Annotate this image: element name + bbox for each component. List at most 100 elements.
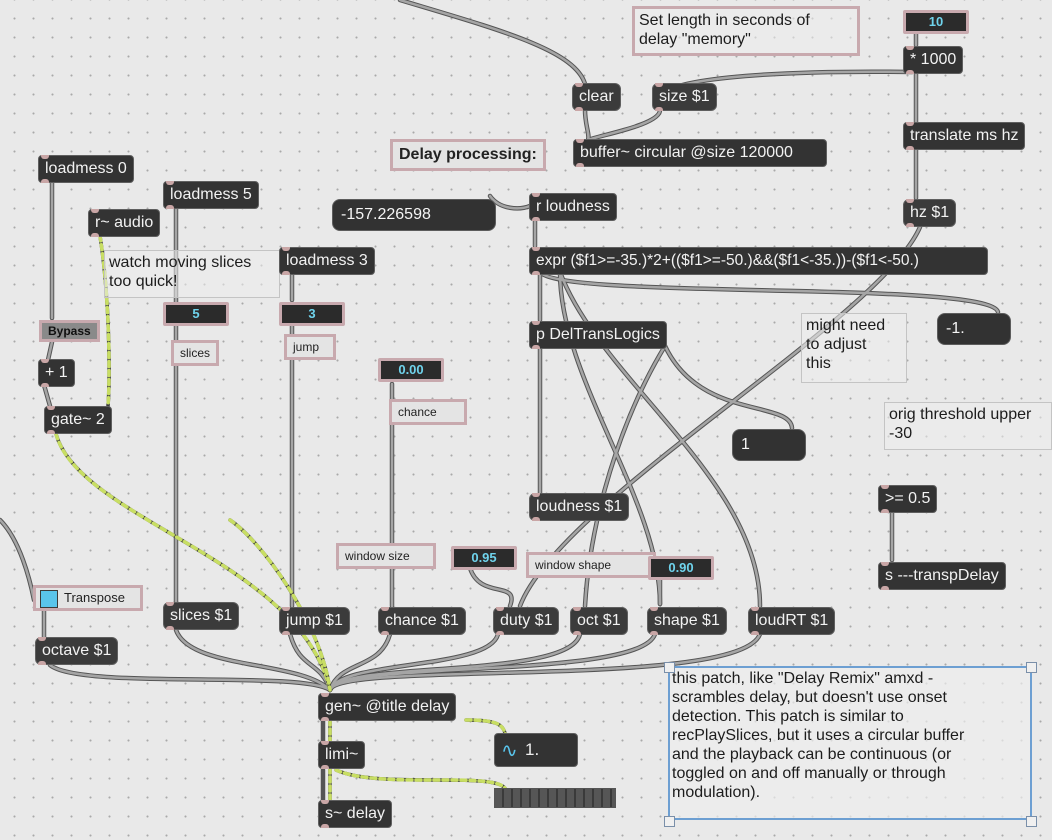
- inlet[interactable]: [532, 493, 540, 497]
- inlet[interactable]: [321, 800, 329, 804]
- inlet[interactable]: [906, 199, 914, 203]
- inlet[interactable]: [38, 637, 46, 641]
- outlet[interactable]: [906, 70, 914, 74]
- threshold-float-display[interactable]: -1.: [937, 313, 1011, 345]
- chance-message[interactable]: chance $1: [378, 607, 466, 635]
- jump-message[interactable]: jump $1: [279, 607, 350, 635]
- inlet[interactable]: [282, 607, 290, 611]
- outlet[interactable]: [47, 430, 55, 434]
- outlet[interactable]: [532, 345, 540, 349]
- outlet[interactable]: [41, 179, 49, 183]
- receive-audio-object[interactable]: r~ audio: [88, 209, 161, 237]
- transpose-toggle[interactable]: Transpose: [33, 585, 143, 611]
- loudness-float-display[interactable]: -157.226598: [332, 199, 496, 231]
- outlet[interactable]: [41, 383, 49, 387]
- outlet[interactable]: [532, 217, 540, 221]
- inlet[interactable]: [575, 83, 583, 87]
- inlet[interactable]: [655, 83, 663, 87]
- inlet[interactable]: [906, 46, 914, 50]
- gen-delay-object[interactable]: gen~ @title delay: [318, 693, 457, 721]
- limi-object[interactable]: limi~: [318, 741, 366, 769]
- inlet[interactable]: [881, 485, 889, 489]
- gte-object[interactable]: >= 0.5: [878, 485, 938, 513]
- inlet[interactable]: [41, 155, 49, 159]
- inlet[interactable]: [650, 607, 658, 611]
- outlet[interactable]: [573, 631, 581, 635]
- inlet[interactable]: [321, 741, 329, 745]
- bypass-toggle[interactable]: Bypass: [39, 320, 100, 342]
- delay-length-number[interactable]: 10: [903, 10, 969, 34]
- selection-handle-br[interactable]: [1026, 816, 1037, 827]
- inlet[interactable]: [321, 693, 329, 697]
- outlet[interactable]: [38, 661, 46, 665]
- send-transpdelay-object[interactable]: s ---transpDelay: [878, 562, 1006, 590]
- outlet[interactable]: [282, 631, 290, 635]
- plus-1-object[interactable]: + 1: [38, 359, 75, 387]
- inlet[interactable]: [751, 607, 759, 611]
- inlet[interactable]: [906, 122, 914, 126]
- chance-number[interactable]: 0.00: [378, 358, 444, 382]
- slices-number[interactable]: 5: [163, 302, 229, 326]
- outlet[interactable]: [906, 146, 914, 150]
- selection-box[interactable]: [668, 666, 1032, 820]
- size-message[interactable]: size $1: [652, 83, 717, 111]
- inlet[interactable]: [881, 562, 889, 566]
- inlet[interactable]: [496, 607, 504, 611]
- r-loudness-object[interactable]: r loudness: [529, 193, 617, 221]
- outlet[interactable]: [751, 631, 759, 635]
- inlet[interactable]: [532, 247, 540, 251]
- oct-message[interactable]: oct $1: [570, 607, 628, 635]
- loudrt-message[interactable]: loudRT $1: [748, 607, 836, 635]
- inlet[interactable]: [166, 602, 174, 606]
- loadmess-3-object[interactable]: loadmess 3: [279, 247, 375, 275]
- outlet[interactable]: [166, 205, 174, 209]
- multiply-1000-object[interactable]: * 1000: [903, 46, 964, 74]
- gate-object[interactable]: gate~ 2: [44, 406, 112, 434]
- outlet[interactable]: [91, 233, 99, 237]
- outlet[interactable]: [881, 586, 889, 590]
- duty-message[interactable]: duty $1: [493, 607, 560, 635]
- outlet[interactable]: [655, 107, 663, 111]
- octave-message[interactable]: octave $1: [35, 637, 119, 665]
- outlet[interactable]: [321, 717, 329, 721]
- inlet[interactable]: [47, 406, 55, 410]
- outlet[interactable]: [576, 163, 584, 167]
- selection-handle-bl[interactable]: [664, 816, 675, 827]
- outlet[interactable]: [881, 509, 889, 513]
- loadmess-5-object[interactable]: loadmess 5: [163, 181, 259, 209]
- inlet[interactable]: [41, 359, 49, 363]
- window-shape-number[interactable]: 0.90: [648, 556, 714, 580]
- selection-handle-tr[interactable]: [1026, 662, 1037, 673]
- outlet[interactable]: [282, 271, 290, 275]
- inlet[interactable]: [573, 607, 581, 611]
- outlet[interactable]: [496, 631, 504, 635]
- inlet[interactable]: [282, 247, 290, 251]
- toggle-box-icon[interactable]: [40, 590, 58, 608]
- outlet[interactable]: [321, 765, 329, 769]
- inlet[interactable]: [91, 209, 99, 213]
- inlet[interactable]: [532, 321, 540, 325]
- loudness-message[interactable]: loudness $1: [529, 493, 630, 521]
- outlet[interactable]: [166, 626, 174, 630]
- slices-message[interactable]: slices $1: [163, 602, 240, 630]
- loadmess-0-object[interactable]: loadmess 0: [38, 155, 134, 183]
- outlet[interactable]: [532, 517, 540, 521]
- jump-number[interactable]: 3: [279, 302, 345, 326]
- inlet[interactable]: [576, 139, 584, 143]
- selection-handle-tl[interactable]: [664, 662, 675, 673]
- signal-number-display[interactable]: ∿ 1.: [494, 733, 578, 767]
- window-size-number[interactable]: 0.95: [451, 546, 517, 570]
- outlet[interactable]: [321, 824, 329, 828]
- inlet[interactable]: [166, 181, 174, 185]
- translate-ms-hz-object[interactable]: translate ms hz: [903, 122, 1026, 150]
- outlet[interactable]: [532, 271, 540, 275]
- outlet[interactable]: [381, 631, 389, 635]
- buffer-object[interactable]: buffer~ circular @size 120000: [573, 139, 827, 167]
- shape-message[interactable]: shape $1: [647, 607, 727, 635]
- outlet[interactable]: [650, 631, 658, 635]
- expr-object[interactable]: expr ($f1>=-35.)*2+(($f1>=-50.)&&($f1<-3…: [529, 247, 988, 275]
- hz-message[interactable]: hz $1: [903, 199, 957, 227]
- clear-message[interactable]: clear: [572, 83, 621, 111]
- inlet[interactable]: [532, 193, 540, 197]
- inlet[interactable]: [381, 607, 389, 611]
